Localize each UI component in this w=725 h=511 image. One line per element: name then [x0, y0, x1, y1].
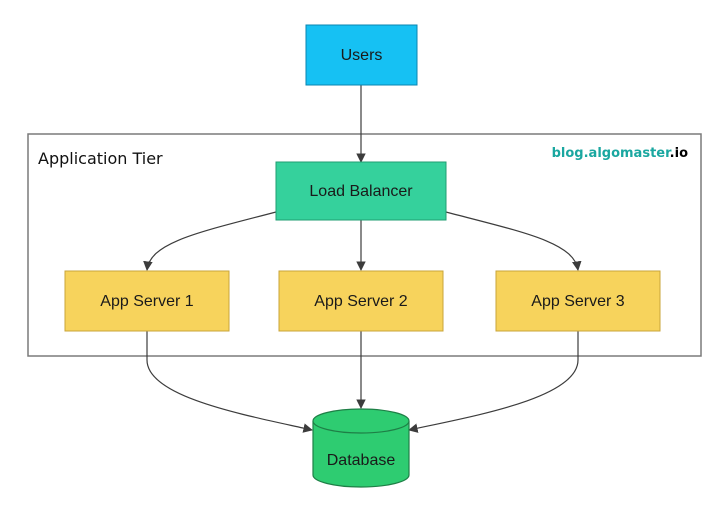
app-server-3-box: [495, 270, 661, 332]
brand-name: algomaster: [589, 146, 673, 161]
app-server-3-label: App Server 3: [531, 293, 624, 310]
database-cylinder-body: [312, 421, 410, 488]
app-server-2-label: App Server 2: [314, 293, 407, 310]
app-server-3-node: App Server 3: [495, 270, 661, 332]
app-server-1-node: App Server 1: [64, 270, 230, 332]
brand-suffix: .io: [670, 146, 688, 161]
edge-load-balancer-to-app-server-3: [445, 211, 582, 271]
app-server-1-box: [64, 270, 230, 332]
app-server-1-label: App Server 1: [100, 293, 193, 310]
load-balancer-label: Load Balancer: [309, 183, 413, 200]
load-balancer-box: [275, 161, 447, 221]
app-server-2-node: App Server 2: [278, 270, 444, 332]
application-tier-label: Application Tier: [38, 149, 163, 168]
application-tier-container: [27, 133, 702, 357]
load-balancer-node: Load Balancer: [275, 161, 447, 221]
database-node: Database: [312, 408, 410, 488]
database-label: Database: [327, 452, 396, 469]
edge-load-balancer-to-app-server-1: [143, 211, 277, 271]
users-node: Users: [305, 24, 418, 86]
app-server-2-box: [278, 270, 444, 332]
users-label: Users: [341, 47, 383, 64]
database-cylinder-top: [312, 408, 410, 434]
users-box: [305, 24, 418, 86]
brand-prefix: blog.: [552, 146, 589, 161]
edge-app-server-1-to-database: [146, 331, 313, 433]
edge-app-server-3-to-database: [408, 331, 579, 433]
brand-watermark: blog.algomaster.io: [552, 146, 688, 161]
